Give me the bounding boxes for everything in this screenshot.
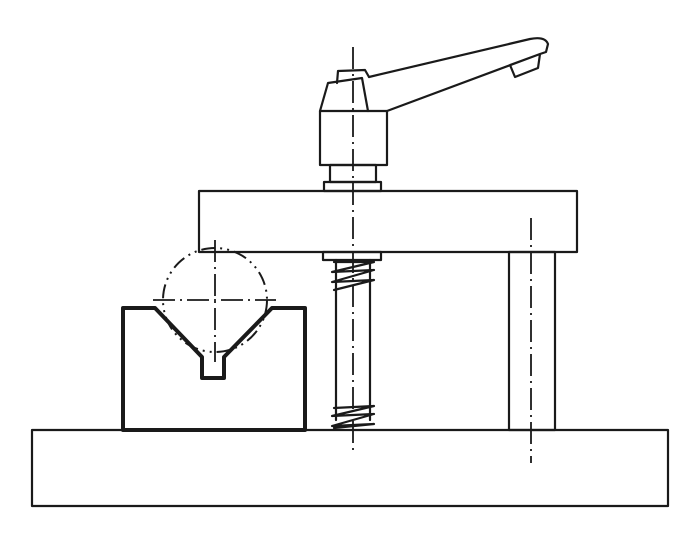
spring — [321, 250, 383, 430]
clamping-lever — [318, 37, 550, 193]
base-plate — [30, 428, 670, 508]
workpiece — [153, 240, 276, 362]
clamp-bar — [197, 189, 579, 254]
v-block — [121, 306, 307, 432]
support-post — [507, 218, 557, 463]
